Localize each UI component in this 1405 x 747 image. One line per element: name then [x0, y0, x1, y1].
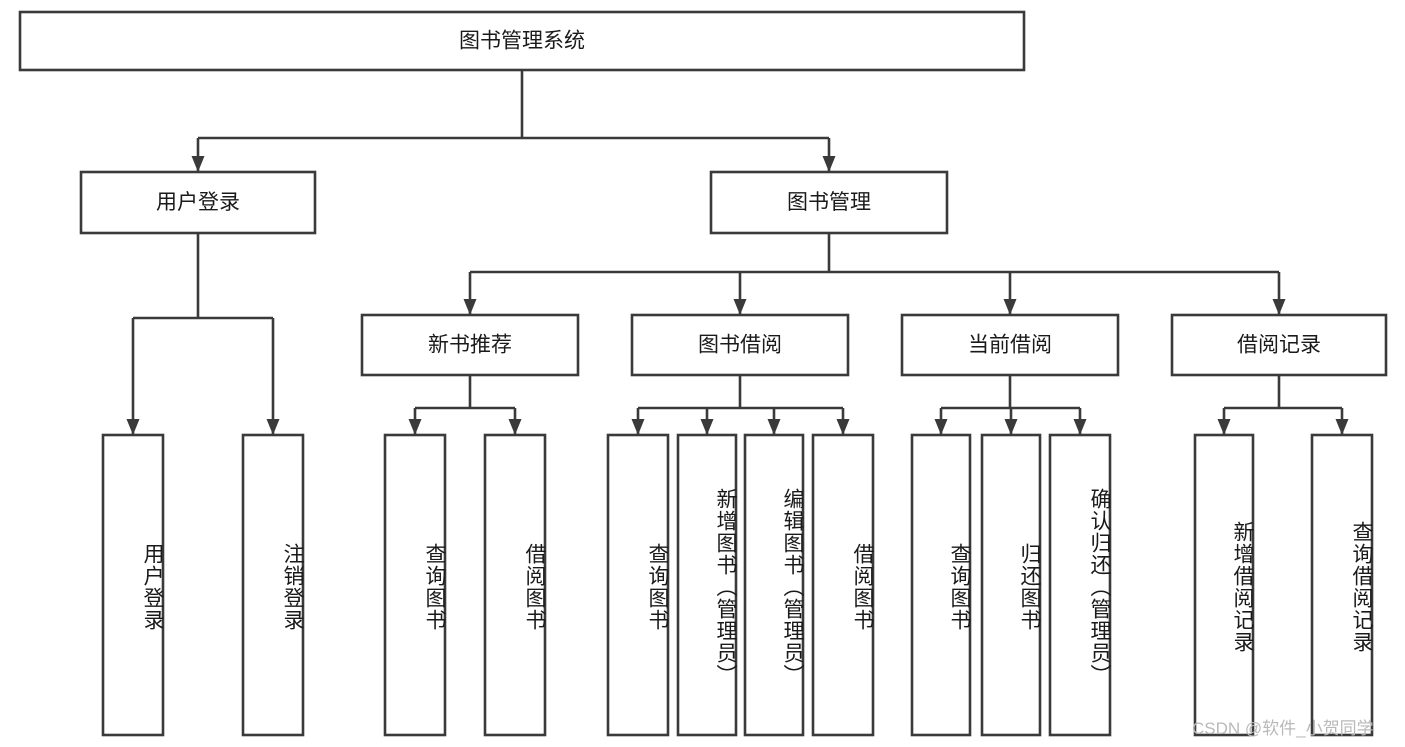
arrow-head-icon: [408, 419, 422, 435]
node-current-borrow-box[interactable]: [900, 313, 1120, 377]
node-leaf-borrow-book-2-box[interactable]: [811, 433, 875, 737]
arrow-head-icon: [631, 419, 645, 435]
node-leaf-borrow-book-1-box[interactable]: [483, 433, 547, 737]
node-book-manage[interactable]: 图书管理: [709, 170, 949, 235]
node-book-manage-box[interactable]: [709, 170, 949, 235]
node-leaf-query-book-1-box[interactable]: [383, 433, 447, 737]
node-leaf-query-book-3-box[interactable]: [910, 433, 972, 737]
node-leaf-return-book-box[interactable]: [980, 433, 1042, 737]
node-leaf-user-login-box[interactable]: [101, 433, 165, 737]
arrow-head-icon: [934, 419, 948, 435]
csdn-watermark: CSDN @软件_小贺同学: [1192, 719, 1374, 738]
arrow-head-icon: [1004, 419, 1018, 435]
node-new-book-recommend-box[interactable]: [360, 313, 580, 377]
arrow-head-icon: [767, 419, 781, 435]
arrow-head-icon: [822, 156, 836, 172]
arrow-head-icon: [463, 299, 477, 315]
node-root[interactable]: 图书管理系统: [18, 10, 1026, 72]
node-leaf-add-record[interactable]: [1193, 433, 1255, 737]
node-user-login-label: 用户登录: [156, 191, 240, 214]
node-leaf-add-book[interactable]: [676, 433, 738, 737]
node-borrow-record-box[interactable]: [1170, 313, 1388, 377]
node-new-book-recommend-label: 新书推荐: [428, 334, 512, 357]
node-user-login-box[interactable]: [79, 170, 317, 235]
node-leaf-query-book-3[interactable]: [910, 433, 972, 737]
arrow-head-icon: [836, 419, 850, 435]
node-leaf-logout-box[interactable]: [241, 433, 305, 737]
node-leaf-query-record-box[interactable]: [1310, 433, 1374, 737]
node-leaf-borrow-book-1[interactable]: [483, 433, 547, 737]
node-leaf-borrow-book-2[interactable]: [811, 433, 875, 737]
arrow-head-icon: [1272, 299, 1286, 315]
node-leaf-return-book[interactable]: [980, 433, 1042, 737]
node-borrow-record[interactable]: 借阅记录: [1170, 313, 1388, 377]
arrow-head-icon: [733, 299, 747, 315]
node-leaf-query-book-1[interactable]: [383, 433, 447, 737]
arrow-head-icon: [126, 419, 140, 435]
node-leaf-query-book-2[interactable]: [606, 433, 670, 737]
node-leaf-query-book-2-box[interactable]: [606, 433, 670, 737]
node-book-borrow[interactable]: 图书借阅: [630, 313, 850, 377]
node-new-book-recommend[interactable]: 新书推荐: [360, 313, 580, 377]
arrow-head-icon: [508, 419, 522, 435]
node-current-borrow-label: 当前借阅: [968, 334, 1052, 357]
node-book-borrow-box[interactable]: [630, 313, 850, 377]
node-root-label: 图书管理系统: [459, 30, 585, 53]
arrow-head-icon: [191, 156, 205, 172]
node-leaf-add-book-box[interactable]: [676, 433, 738, 737]
node-leaf-logout[interactable]: [241, 433, 305, 737]
node-borrow-record-label: 借阅记录: [1237, 334, 1321, 357]
node-user-login[interactable]: 用户登录: [79, 170, 317, 235]
arrow-head-icon: [1073, 419, 1087, 435]
node-current-borrow[interactable]: 当前借阅: [900, 313, 1120, 377]
node-leaf-user-login[interactable]: [101, 433, 165, 737]
arrow-head-icon: [266, 419, 280, 435]
node-leaf-edit-book[interactable]: [743, 433, 805, 737]
node-book-manage-label: 图书管理: [787, 191, 871, 214]
connector-layer: [126, 70, 1349, 435]
node-leaf-confirm-return-box[interactable]: [1048, 433, 1112, 737]
node-leaf-query-record[interactable]: [1310, 433, 1374, 737]
arrow-head-icon: [1335, 419, 1349, 435]
node-root-box[interactable]: [18, 10, 1026, 72]
node-leaf-confirm-return[interactable]: [1048, 433, 1112, 737]
arrow-head-icon: [1217, 419, 1231, 435]
node-leaf-edit-book-box[interactable]: [743, 433, 805, 737]
arrow-head-icon: [1003, 299, 1017, 315]
node-leaf-add-record-box[interactable]: [1193, 433, 1255, 737]
arrow-head-icon: [700, 419, 714, 435]
node-book-borrow-label: 图书借阅: [698, 334, 782, 357]
